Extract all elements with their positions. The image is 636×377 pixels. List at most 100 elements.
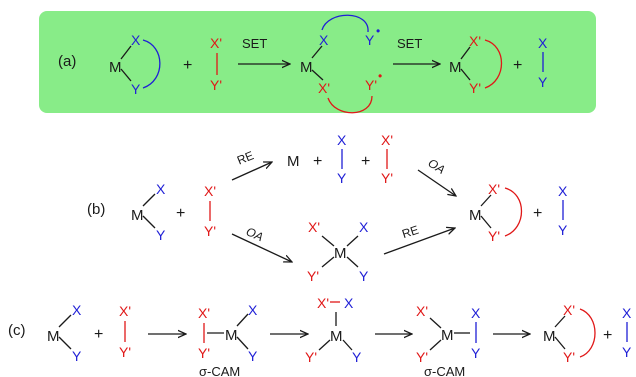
red-tether bbox=[504, 187, 522, 237]
free-y: Y bbox=[622, 344, 632, 360]
radical-dot-y: • bbox=[376, 24, 380, 38]
product-complex-c: M X' Y' bbox=[543, 302, 596, 365]
intermediate-x: X bbox=[359, 219, 369, 235]
ligand-x: X bbox=[156, 181, 166, 197]
plus-sign: + bbox=[513, 57, 522, 74]
metal-atom: M bbox=[131, 207, 144, 224]
free-y: Y bbox=[538, 74, 548, 90]
oa-arrow-upper bbox=[417, 169, 456, 196]
oa-arrow-lower bbox=[231, 233, 292, 262]
substrate-x-prime: X' bbox=[488, 181, 500, 197]
ligand-x: X bbox=[72, 302, 82, 318]
substrate-x-prime: X' bbox=[318, 80, 330, 96]
oxidative-addition-intermediate: X' X M Y' Y bbox=[307, 219, 369, 284]
re-label-lower: RE bbox=[400, 223, 420, 241]
ligand-y: Y bbox=[471, 345, 481, 361]
oa-label-lower: OA bbox=[244, 224, 266, 244]
free-y: Y bbox=[337, 170, 347, 186]
substrate-c: X' Y' bbox=[119, 303, 131, 360]
free-species: M + X Y + X' Y' bbox=[287, 132, 393, 186]
sigma-cam-1: X' Y' M X Y σ-CAM bbox=[198, 302, 258, 377]
re-arrow-lower bbox=[383, 228, 455, 255]
free-y-prime: Y' bbox=[381, 170, 393, 186]
substrate-x-prime: X' bbox=[198, 305, 210, 321]
row-a-label: (a) bbox=[58, 53, 76, 70]
reactant-complex-a: M X Y bbox=[109, 32, 161, 97]
red-tether bbox=[579, 308, 596, 358]
free-x: X bbox=[538, 35, 548, 51]
panel-a: (a) M X Y + X' Y' SET M X X' Y bbox=[39, 11, 596, 114]
metal-atom: M bbox=[441, 327, 454, 344]
metal-atom: M bbox=[300, 59, 313, 76]
free-x-prime: X' bbox=[381, 132, 393, 148]
plus-sign: + bbox=[533, 205, 542, 222]
substrate-x-prime: X' bbox=[469, 33, 481, 49]
ligand-y: Y bbox=[131, 81, 141, 97]
ligand-y: Y bbox=[352, 349, 362, 365]
red-tether bbox=[484, 39, 502, 89]
reactant-complex-c: M X Y bbox=[47, 302, 82, 364]
intermediate-y-prime: Y' bbox=[307, 268, 319, 284]
released-xy-a: X Y bbox=[538, 35, 548, 90]
radical-dot-y-prime: • bbox=[378, 69, 382, 83]
plus-sign: + bbox=[176, 205, 185, 222]
plus-sign: + bbox=[313, 153, 322, 170]
free-x: X bbox=[337, 132, 347, 148]
substrate-x-prime: X' bbox=[317, 295, 329, 311]
ligand-x: X bbox=[319, 32, 329, 48]
row-b-label: (b) bbox=[87, 201, 105, 218]
metal-atom: M bbox=[330, 328, 343, 345]
intermediate-x-prime: X' bbox=[308, 219, 320, 235]
substrate-a: X' Y' bbox=[210, 35, 222, 93]
sigma-cam-label-1: σ-CAM bbox=[199, 364, 240, 377]
metal-atom: M bbox=[225, 327, 238, 344]
plus-sign: + bbox=[603, 327, 612, 344]
substrate-y-prime: Y' bbox=[305, 349, 317, 365]
product-complex-a: M X' Y' bbox=[449, 33, 502, 96]
metal-atom: M bbox=[47, 328, 60, 345]
ligand-x: X bbox=[248, 302, 258, 318]
ligand-x: X bbox=[344, 295, 354, 311]
substrate-y-prime: Y' bbox=[210, 77, 222, 93]
released-xy-b: X Y bbox=[558, 183, 568, 238]
free-y: Y bbox=[558, 222, 568, 238]
substrate-y-prime: Y' bbox=[488, 228, 500, 244]
substrate-y-prime: Y' bbox=[469, 80, 481, 96]
metal-atom: M bbox=[109, 59, 122, 76]
oa-label-upper: OA bbox=[426, 156, 448, 177]
row-c: (c) M X Y + X' Y' X' Y' M X Y σ-CAM bbox=[8, 295, 632, 377]
substrate-y-prime: Y' bbox=[198, 345, 210, 361]
substrate-x-prime: X' bbox=[563, 302, 575, 318]
row-b: (b) M X Y + X' Y' RE M + X Y + X' Y' bbox=[87, 132, 568, 284]
ligand-y: Y bbox=[156, 227, 166, 243]
sigma-cam-2: X' Y' M X Y σ-CAM bbox=[416, 303, 481, 377]
metal-atom: M bbox=[543, 328, 556, 345]
substrate-x-prime: X' bbox=[210, 35, 222, 51]
substrate-y-prime: Y' bbox=[204, 223, 216, 239]
radical-y: Y bbox=[365, 32, 375, 48]
re-label-upper: RE bbox=[235, 148, 256, 167]
red-tether bbox=[327, 95, 373, 114]
free-metal: M bbox=[287, 153, 300, 170]
panel-a-background bbox=[39, 11, 596, 113]
plus-sign: + bbox=[361, 153, 370, 170]
radical-y-prime: Y' bbox=[365, 77, 377, 93]
plus-sign: + bbox=[94, 326, 103, 343]
substrate-y-prime: Y' bbox=[563, 349, 575, 365]
ligand-x: X bbox=[471, 305, 481, 321]
free-x: X bbox=[622, 305, 632, 321]
radical-intermediate: M X X' Y • Y' • bbox=[300, 14, 382, 114]
blue-tether bbox=[321, 14, 369, 33]
substrate-x-prime: X' bbox=[119, 303, 131, 319]
metal-atom: M bbox=[469, 207, 482, 224]
substrate-y-prime: Y' bbox=[416, 349, 428, 365]
released-xy-c: X Y bbox=[622, 305, 632, 360]
ligand-y: Y bbox=[72, 348, 82, 364]
set-label-1: SET bbox=[242, 36, 267, 51]
ligand-tether bbox=[142, 39, 161, 89]
substrate-y-prime: Y' bbox=[119, 344, 131, 360]
metal-atom: M bbox=[334, 245, 347, 262]
set-label-2: SET bbox=[397, 36, 422, 51]
sigma-cam-label-2: σ-CAM bbox=[424, 364, 465, 377]
